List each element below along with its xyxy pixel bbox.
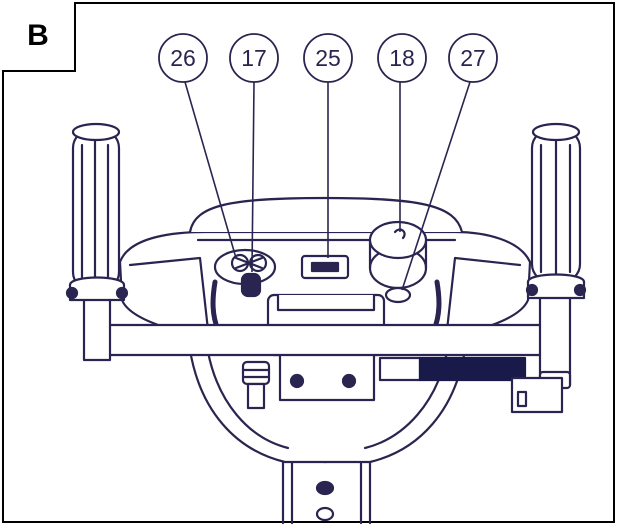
- leader-17: [251, 81, 255, 273]
- callout-circle-18: [377, 33, 427, 83]
- leader-27: [401, 81, 471, 291]
- callout-circle-25: [303, 33, 353, 83]
- figure-frame: [2, 2, 615, 523]
- callout-label-25: 25: [315, 45, 341, 71]
- callout-label-17: 17: [241, 45, 267, 71]
- column-hole: [315, 506, 335, 522]
- usb-port: [300, 254, 350, 280]
- handlebar-crossbar: [91, 323, 557, 357]
- panel-label: B: [27, 19, 49, 52]
- left-connector: [241, 360, 271, 410]
- left-handgrip: [65, 122, 129, 362]
- panel-label-box: B: [2, 2, 76, 72]
- callout-circle-26: [158, 33, 208, 83]
- speed-knob: [368, 220, 428, 304]
- callout-label-18: 18: [389, 45, 415, 71]
- callout-label-27: 27: [460, 45, 486, 71]
- column-hole: [315, 480, 335, 496]
- leader-lines: [184, 81, 471, 291]
- key-switch: [213, 248, 277, 298]
- callout-circle-17: [229, 33, 279, 83]
- callout-label-26: 26: [170, 45, 196, 71]
- leader-26: [184, 81, 237, 259]
- callout-circle-27: [448, 33, 498, 83]
- right-bracket: [378, 356, 564, 414]
